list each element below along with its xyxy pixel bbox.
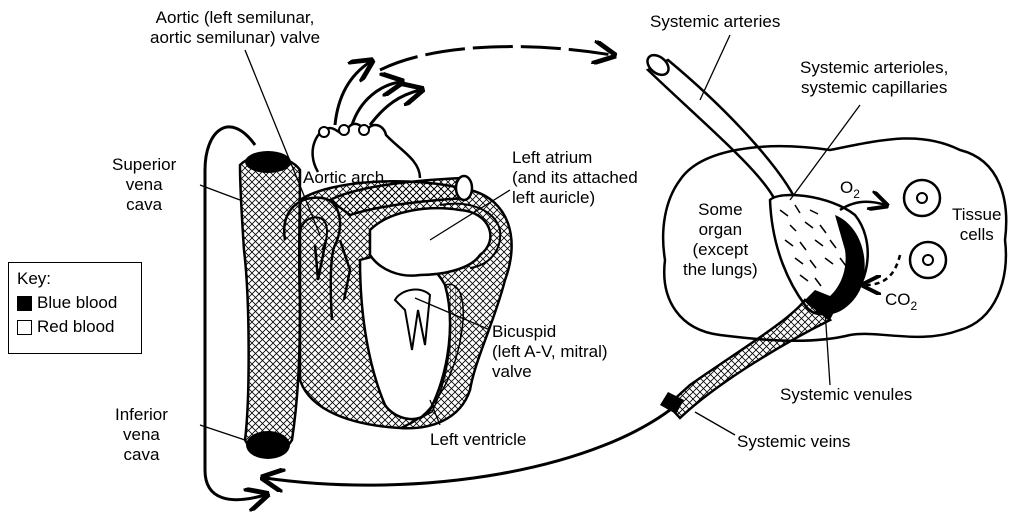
inferior-vena-cava-label: Inferior vena cava [115, 405, 168, 465]
aorta-branch-arrow-1 [335, 62, 370, 125]
co2-arrow [865, 255, 900, 285]
superior-vena-cava-opening [245, 151, 291, 173]
vena-cava-shape [240, 156, 300, 455]
tissue-cells-label: Tissue cells [952, 205, 1001, 245]
key-item-red-blood: Red blood [17, 315, 133, 339]
bicuspid-valve-label: Bicuspid (left A-V, mitral) valve [492, 322, 608, 382]
inferior-vena-cava-opening [246, 431, 290, 459]
aorta-branch-arrow-3 [370, 90, 420, 125]
aorta-outflow-arrow [380, 47, 612, 70]
key-title: Key: [17, 267, 133, 291]
left-ventricle-label: Left ventricle [430, 430, 526, 450]
o2-label: O2 [840, 178, 860, 199]
superior-vena-cava-label: Superior vena cava [112, 155, 176, 215]
co2-label: CO2 [885, 290, 917, 311]
key-legend: Key: Blue blood Red blood [8, 262, 142, 354]
aortic-arch-label: Aortic arch [303, 168, 384, 188]
blue-blood-swatch [17, 296, 32, 311]
left-atrium-label: Left atrium (and its attached left auric… [512, 148, 638, 208]
systemic-venules-label: Systemic venules [780, 385, 912, 405]
systemic-arterioles-label: Systemic arterioles, systemic capillarie… [800, 58, 948, 98]
some-organ-label: Some organ (except the lungs) [683, 200, 758, 280]
key-item-blue-blood: Blue blood [17, 291, 133, 315]
red-blood-swatch [17, 320, 32, 335]
systemic-arteries-label: Systemic arteries [650, 12, 780, 32]
aortic-valve-label: Aortic (left semilunar, aortic semilunar… [150, 8, 320, 48]
systemic-veins-label: Systemic veins [737, 432, 850, 452]
systemic-artery-tube [648, 60, 800, 210]
